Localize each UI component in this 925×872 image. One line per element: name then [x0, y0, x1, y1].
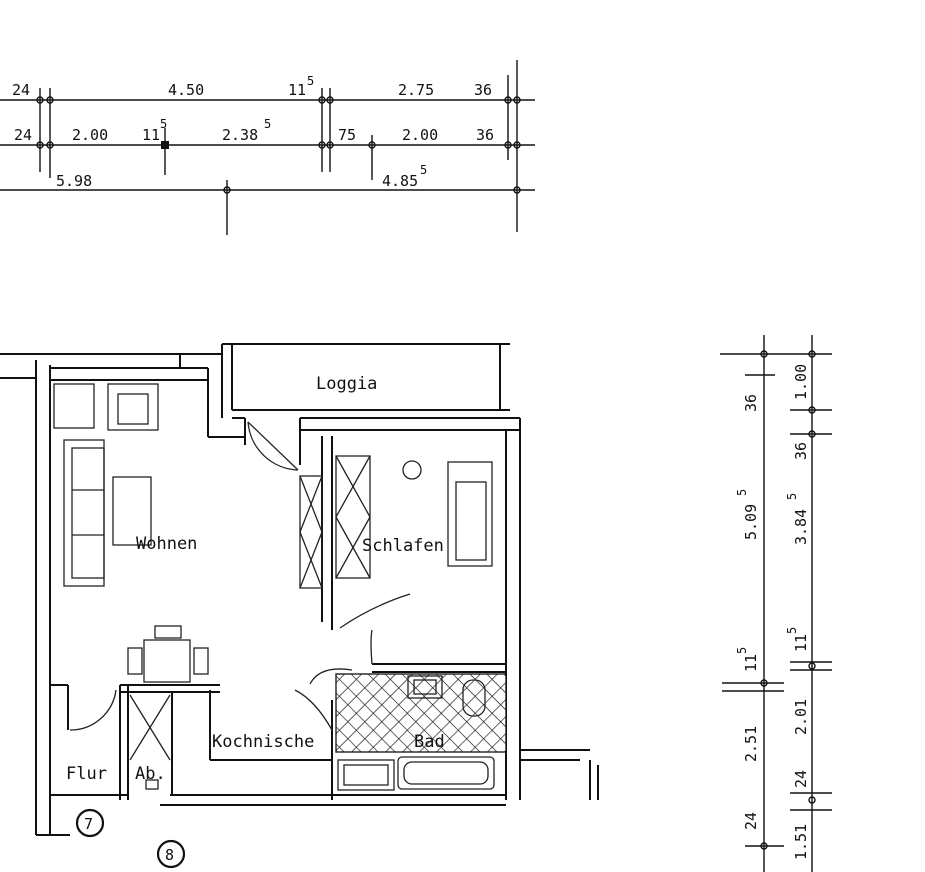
- dim-top-r1-4: 2.75: [398, 81, 434, 99]
- marker-7: 7: [75, 808, 105, 838]
- dim-top-r1-1: 24: [12, 81, 30, 99]
- svg-text:7: 7: [84, 815, 93, 833]
- dim-top-r2-4-sup: 5: [264, 117, 271, 131]
- room-label-wohnen: Wohnen: [136, 534, 197, 554]
- bath-toilet: [462, 679, 486, 717]
- dim-right-c2-3: 3.84: [792, 509, 810, 545]
- room-label-flur: Flur: [66, 764, 107, 784]
- dim-top-r2-4: 2.38: [222, 126, 258, 144]
- room-label-kochnische: Kochnische: [212, 732, 314, 752]
- dim-right-c2-4-sup: 5: [785, 627, 799, 634]
- dim-top-r2-5: 75: [338, 126, 356, 144]
- dim-right-c1-5: 24: [742, 812, 760, 830]
- dim-right-c2-3-sup: 5: [785, 493, 799, 500]
- room-label-bad: Bad: [414, 732, 445, 752]
- dim-right-c1-3: 11: [742, 654, 760, 672]
- room-label-abstell: Ab.: [135, 764, 166, 784]
- dim-right-c1-2-sup: 5: [735, 489, 749, 496]
- walls: [0, 343, 599, 836]
- dim-top-r1-3: 11: [288, 81, 306, 99]
- dim-right-c2-5: 2.01: [792, 699, 810, 735]
- dim-right-c2-2: 36: [792, 442, 810, 460]
- dim-right-c1-3-sup: 5: [735, 647, 749, 654]
- dim-top-r2-6: 2.00: [402, 126, 438, 144]
- dim-top-r2-2: 2.00: [72, 126, 108, 144]
- room-label-loggia: Loggia: [316, 374, 377, 394]
- bath-sink-basin: [413, 679, 437, 695]
- top-dimension-chains: 24 4.50 11 5 2.75 36 24 2.00 11 5 2.38 5…: [0, 60, 535, 235]
- dim-top-r2-1: 24: [14, 126, 32, 144]
- dim-right-c2-4: 11: [792, 634, 810, 652]
- dim-top-r2-3-sup: 5: [160, 117, 167, 131]
- dim-right-c1-1: 36: [742, 394, 760, 412]
- room-label-schlafen: Schlafen: [362, 536, 444, 556]
- dim-top-r2-7: 36: [476, 126, 494, 144]
- dim-top-r1-2: 4.50: [168, 81, 204, 99]
- dim-right-c1-4: 2.51: [742, 726, 760, 762]
- bath-sink: [407, 675, 443, 699]
- dim-top-r2-3: 11: [142, 126, 160, 144]
- marker-8: 8: [156, 839, 186, 869]
- bath-tiles: [335, 673, 507, 753]
- dim-right-c2-1: 1.00: [792, 364, 810, 400]
- dim-top-r1-3-sup: 5: [307, 74, 314, 88]
- dim-top-r3-2-sup: 5: [420, 163, 427, 177]
- right-dimension-chains: 36 5.09 5 11 5 2.51 24 1.00 36 3.84 5 11…: [720, 335, 832, 872]
- dim-right-c1-2: 5.09: [742, 504, 760, 540]
- dim-top-r3-2: 4.85: [382, 172, 418, 190]
- furniture: [53, 383, 495, 791]
- svg-text:8: 8: [165, 846, 174, 864]
- dim-right-c2-6: 24: [792, 770, 810, 788]
- dim-top-r3-1: 5.98: [56, 172, 92, 190]
- dim-right-c2-7: 1.51: [792, 824, 810, 860]
- dim-top-r1-5: 36: [474, 81, 492, 99]
